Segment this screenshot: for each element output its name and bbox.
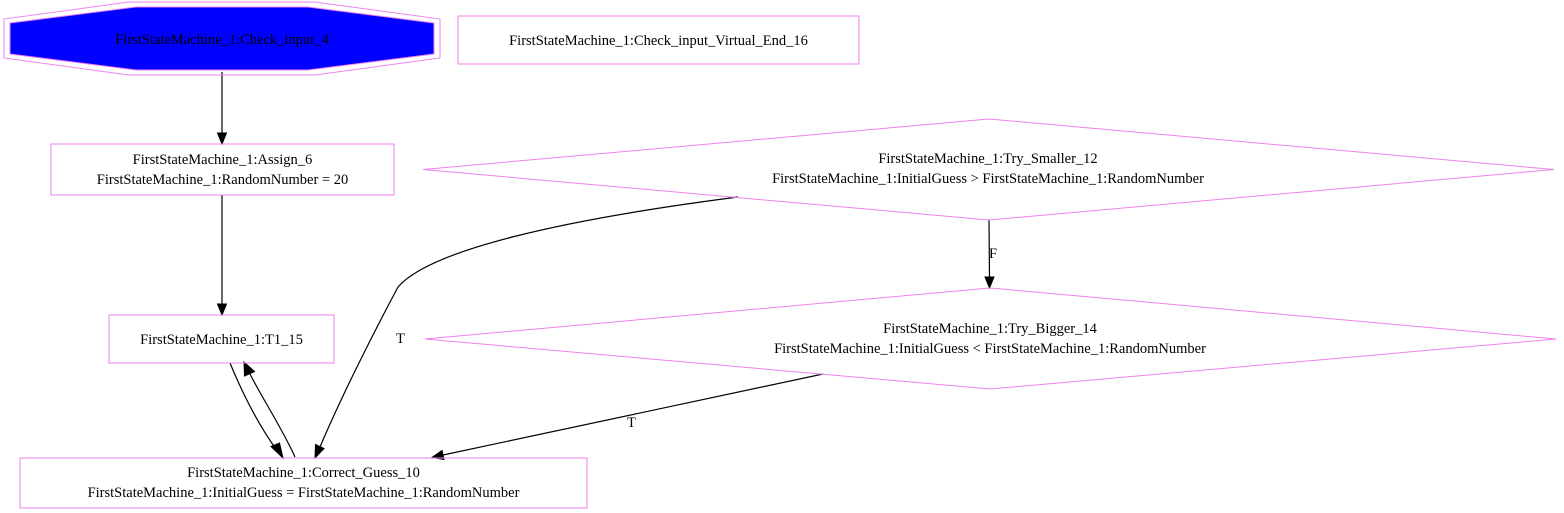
edge-correct-guess-to-t1 [243, 360, 296, 458]
node-assign-expression: FirstStateMachine_1:RandomNumber = 20 [97, 172, 348, 188]
start-node-fill-octagon [9, 6, 435, 71]
start-node-outer-octagon [3, 1, 441, 76]
node-t1-label: FirstStateMachine_1:T1_15 [140, 332, 303, 348]
node-t1-15[interactable]: FirstStateMachine_1:T1_15 [108, 314, 335, 364]
node-correct-guess-10[interactable]: FirstStateMachine_1:Correct_Guess_10 Fir… [19, 457, 588, 509]
node-check-input-4[interactable]: FirstStateMachine_1:Check_input_4 [3, 1, 441, 76]
node-check-input-end-label: FirstStateMachine_1:Check_input_Virtual_… [509, 33, 808, 49]
node-try-bigger-14[interactable]: FirstStateMachine_1:Try_Bigger_14 FirstS… [424, 287, 1557, 390]
node-assign-6[interactable]: FirstStateMachine_1:Assign_6 FirstStateM… [50, 143, 395, 196]
edge-check-input-to-assign [216, 72, 228, 146]
node-check-input-virtual-end-16[interactable]: FirstStateMachine_1:Check_input_Virtual_… [457, 15, 860, 65]
edge-t1-to-correct-guess [229, 362, 284, 460]
node-correct-guess-condition: FirstStateMachine_1:InitialGuess = First… [88, 485, 520, 501]
node-try-bigger-title: FirstStateMachine_1:Try_Bigger_14 [883, 321, 1097, 337]
node-assign-title: FirstStateMachine_1:Assign_6 [133, 152, 313, 168]
edge-try-smaller-false-to-try-bigger [984, 219, 995, 290]
node-check-input-label: FirstStateMachine_1:Check_input_4 [115, 32, 329, 48]
node-correct-guess-title: FirstStateMachine_1:Correct_Guess_10 [187, 465, 420, 481]
edge-label-bigger-true: T [627, 415, 636, 431]
edge-assign-to-t1 [216, 195, 228, 317]
node-try-smaller-condition: FirstStateMachine_1:InitialGuess > First… [772, 171, 1204, 187]
edge-label-smaller-false: F [989, 246, 997, 262]
node-try-smaller-12[interactable]: FirstStateMachine_1:Try_Smaller_12 First… [422, 118, 1555, 221]
edge-label-smaller-true: T [396, 331, 405, 347]
node-try-smaller-title: FirstStateMachine_1:Try_Smaller_12 [878, 151, 1097, 167]
edge-try-smaller-true-to-correct-guess [314, 196, 739, 460]
node-try-bigger-condition: FirstStateMachine_1:InitialGuess < First… [774, 341, 1206, 357]
